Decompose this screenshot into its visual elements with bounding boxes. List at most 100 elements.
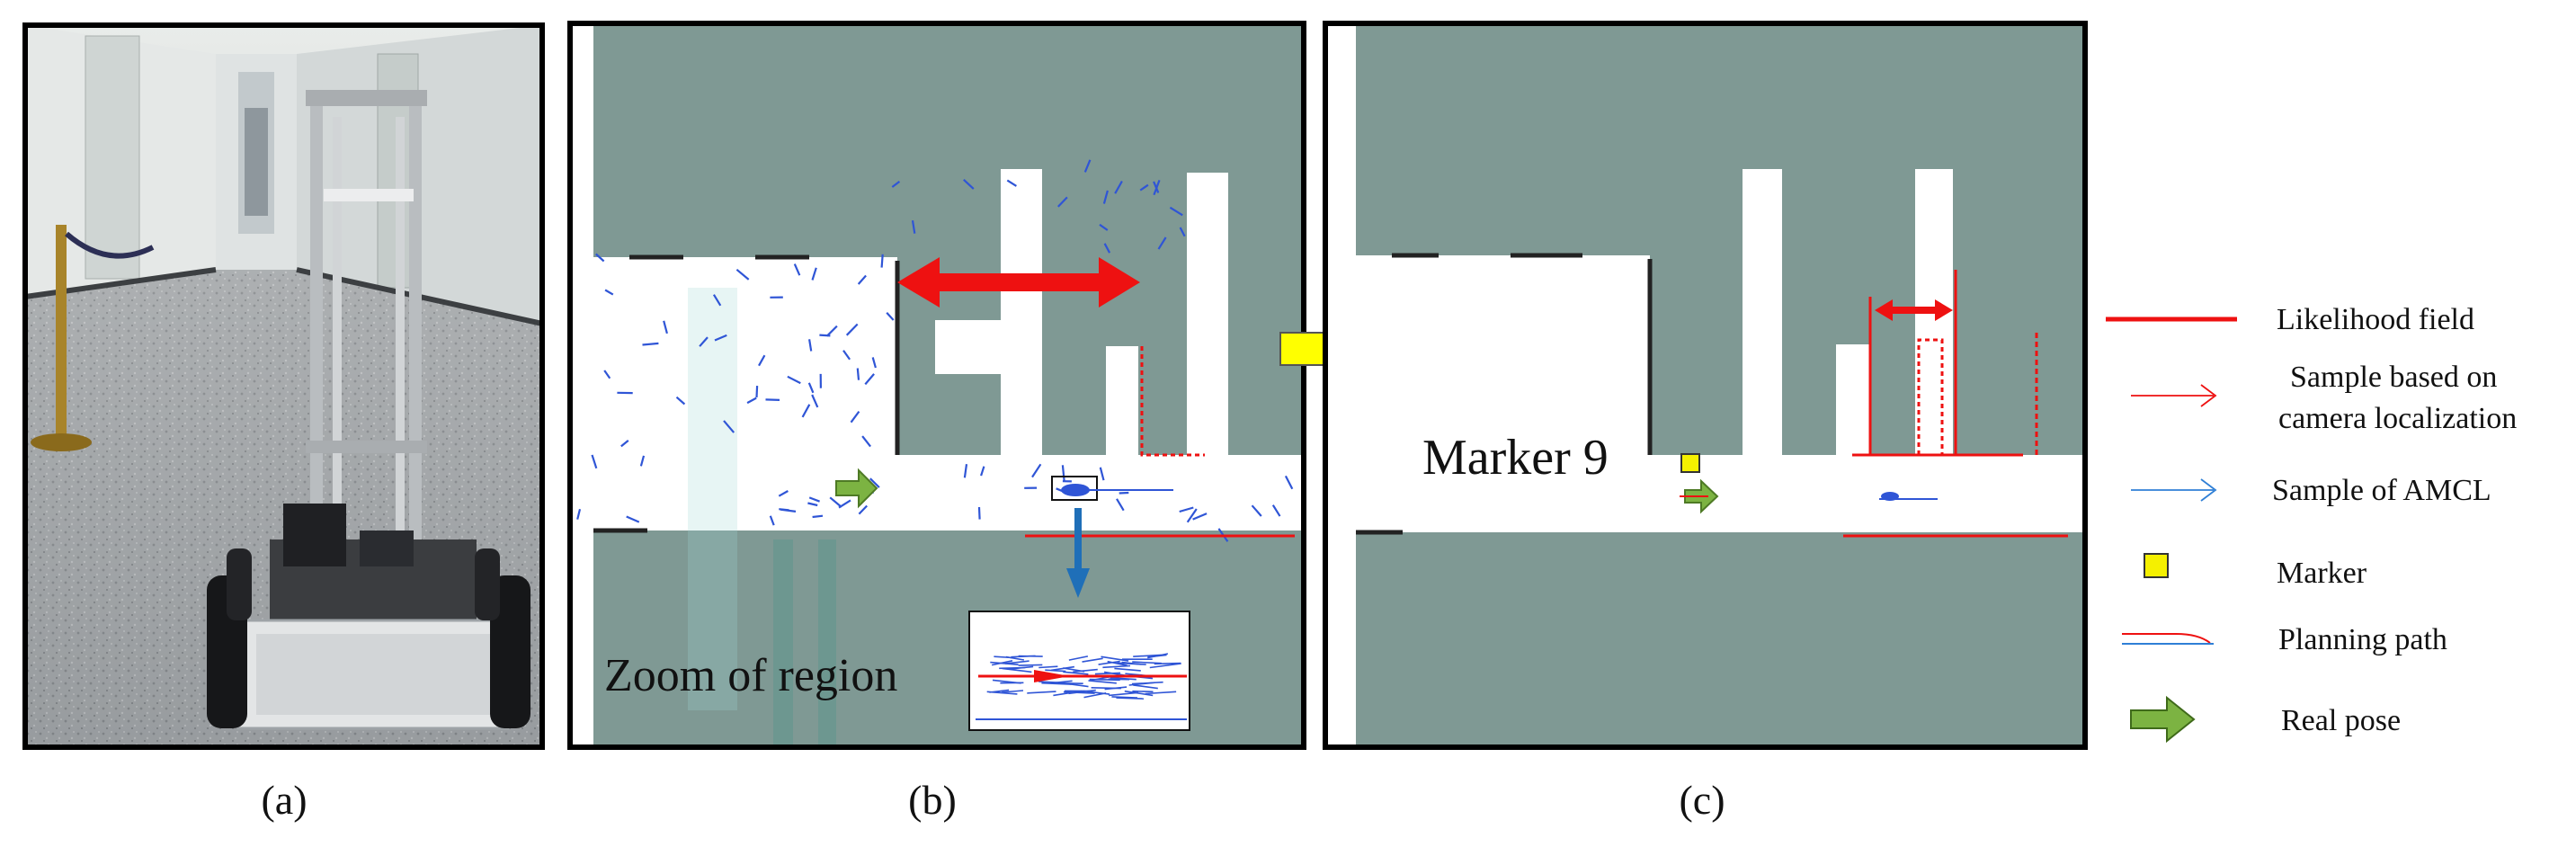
panel-a-frame bbox=[22, 22, 545, 750]
zoom-particle bbox=[1050, 665, 1075, 672]
amcl-particle bbox=[1103, 243, 1111, 254]
amcl-particle bbox=[639, 455, 646, 467]
amcl-particle bbox=[1099, 223, 1109, 231]
particle-cluster bbox=[1061, 484, 1090, 496]
panel-b-frame bbox=[567, 21, 1306, 750]
amcl-particle bbox=[765, 398, 780, 401]
amcl-particle bbox=[1083, 159, 1092, 173]
legend-pose-swatch bbox=[2130, 695, 2196, 744]
amcl-particle bbox=[1061, 465, 1065, 481]
legend-amcl-swatch bbox=[2131, 478, 2217, 502]
caption-b: (b) bbox=[908, 777, 957, 823]
amcl-particle bbox=[886, 312, 895, 321]
zoom-arrow-icon bbox=[1066, 508, 1090, 598]
amcl-particle bbox=[1057, 196, 1068, 208]
zoom-particle bbox=[1124, 690, 1154, 697]
zoom-particle bbox=[1073, 668, 1098, 673]
caption-c: (c) bbox=[1679, 777, 1725, 823]
amcl-particle bbox=[869, 477, 880, 488]
zoom-particle bbox=[1145, 691, 1177, 695]
amcl-particle bbox=[829, 496, 842, 508]
zoom-particle bbox=[1082, 657, 1103, 663]
likelihood-field-b bbox=[1025, 346, 1295, 538]
zoom-particle bbox=[1038, 665, 1058, 669]
marker-square-icon bbox=[1680, 453, 1700, 473]
amcl-particle bbox=[845, 323, 859, 336]
amcl-particle bbox=[977, 506, 981, 520]
amcl-particle bbox=[856, 368, 860, 380]
amcl-particle bbox=[842, 350, 851, 361]
zoom-particle bbox=[1098, 660, 1120, 665]
zoom-of-region-label: Zoom of region bbox=[604, 650, 897, 701]
amcl-particle bbox=[801, 404, 811, 418]
zoom-particle bbox=[1131, 681, 1163, 685]
amcl-particle bbox=[807, 382, 815, 394]
real-pose-arrow-icon bbox=[835, 468, 878, 509]
amcl-particle bbox=[755, 386, 759, 398]
legend-pose-label: Real pose bbox=[2281, 704, 2401, 737]
amcl-particle bbox=[857, 274, 867, 285]
legend: Likelihood field Sample based on camera … bbox=[2106, 303, 2517, 744]
amcl-particle bbox=[1153, 180, 1161, 196]
amcl-particle bbox=[864, 373, 875, 386]
amcl-particle bbox=[963, 178, 975, 190]
panel-b: Zoom of region (b) bbox=[567, 21, 1306, 823]
amcl-particle bbox=[1251, 504, 1262, 517]
zoom-particle bbox=[1063, 671, 1089, 675]
zoom-particle bbox=[1053, 680, 1073, 684]
map-b-open-rooms bbox=[935, 169, 1228, 457]
legend-amcl-label: Sample of AMCL bbox=[2272, 474, 2491, 507]
zoom-particle bbox=[992, 679, 1021, 684]
amcl-particle bbox=[808, 339, 813, 352]
amcl-particle bbox=[911, 220, 916, 234]
amcl-particle bbox=[1179, 506, 1194, 513]
zoom-particle bbox=[1101, 655, 1129, 662]
amcl-particle bbox=[811, 267, 817, 281]
zoom-particle bbox=[1018, 664, 1043, 666]
zoom-particle bbox=[1132, 690, 1154, 693]
zoom-particle bbox=[1102, 664, 1131, 669]
zoom-particle bbox=[1027, 691, 1056, 694]
amcl-particle bbox=[826, 325, 838, 337]
map-c-wall-edges bbox=[1356, 253, 1653, 535]
width-double-arrow-b bbox=[897, 257, 1140, 308]
amcl-particle bbox=[838, 499, 851, 509]
zoom-particle bbox=[1005, 660, 1030, 664]
caption-a: (a) bbox=[261, 777, 307, 823]
zoom-particle bbox=[1133, 654, 1162, 657]
amcl-particle bbox=[1186, 508, 1198, 523]
zoom-particle bbox=[1063, 691, 1095, 694]
zoom-particle bbox=[1110, 676, 1136, 681]
zoom-particle bbox=[1149, 663, 1181, 669]
amcl-particle bbox=[1031, 463, 1042, 478]
amcl-particle bbox=[807, 502, 818, 507]
amcl-particle bbox=[1114, 180, 1123, 194]
amcl-particle bbox=[620, 440, 629, 448]
zoom-particle bbox=[999, 666, 1026, 670]
zoom-particle bbox=[1132, 661, 1162, 664]
panel-a: (a) bbox=[22, 22, 545, 823]
amcl-particle bbox=[1006, 179, 1017, 187]
amcl-particle bbox=[871, 357, 877, 369]
amcl-particle bbox=[576, 508, 582, 520]
amcl-particle bbox=[793, 263, 801, 276]
amcl-particle bbox=[714, 334, 727, 342]
amcl-particle bbox=[1179, 227, 1186, 237]
map-c bbox=[1325, 23, 2085, 747]
zoom-particle bbox=[1111, 696, 1138, 699]
zoom-inset bbox=[968, 611, 1190, 731]
amcl-particle bbox=[1102, 190, 1109, 204]
amcl-particle bbox=[778, 490, 789, 497]
amcl-particle bbox=[758, 354, 766, 367]
amcl-particle bbox=[850, 410, 860, 424]
amcl-particle bbox=[604, 289, 614, 296]
legend-path-label: Planning path bbox=[2278, 623, 2447, 656]
zoom-particle bbox=[1005, 655, 1025, 661]
zoom-particle bbox=[1133, 684, 1158, 690]
amcl-particle bbox=[780, 508, 797, 513]
amcl-particle bbox=[858, 504, 868, 515]
zoom-particle bbox=[990, 661, 1019, 665]
amcl-particle bbox=[861, 435, 871, 448]
legend-marker-swatch bbox=[2144, 553, 2169, 578]
